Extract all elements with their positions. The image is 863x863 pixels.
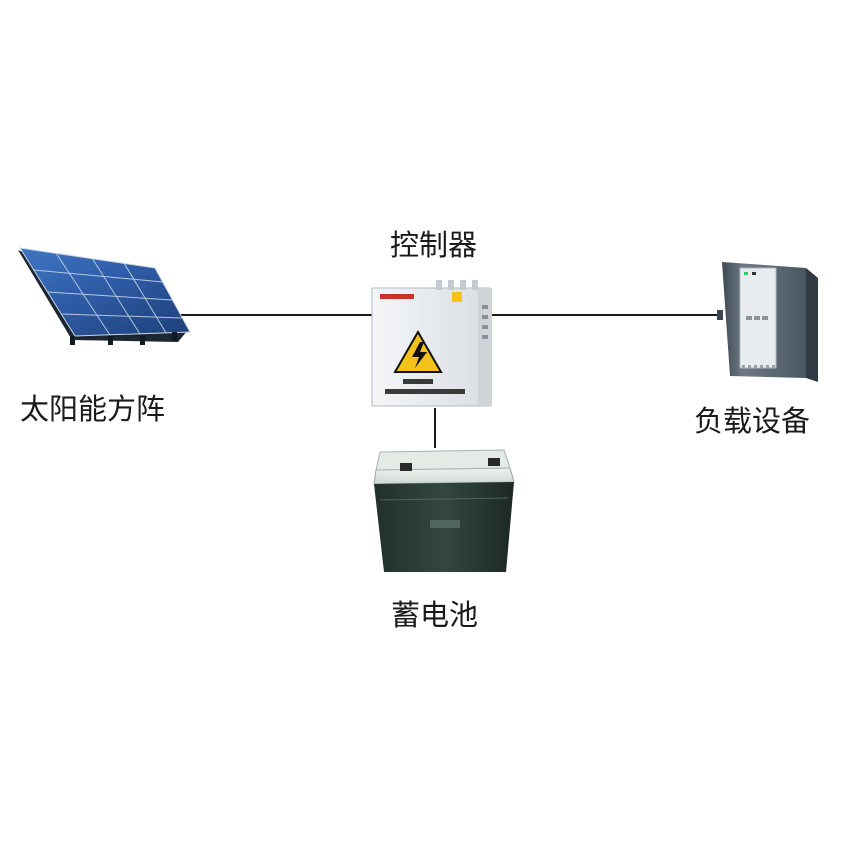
controller-box-icon xyxy=(371,280,492,407)
high-voltage-warning-icon xyxy=(393,329,443,373)
connection-lines xyxy=(175,314,722,448)
solar-array-label: 太阳能方阵 xyxy=(20,392,166,426)
load-device-label: 负载设备 xyxy=(694,404,811,438)
solar-panel-icon xyxy=(18,247,191,345)
battery-label: 蓄电池 xyxy=(391,598,479,632)
battery-icon xyxy=(373,449,515,572)
controller-label: 控制器 xyxy=(390,228,478,262)
load-device-icon xyxy=(717,262,818,382)
